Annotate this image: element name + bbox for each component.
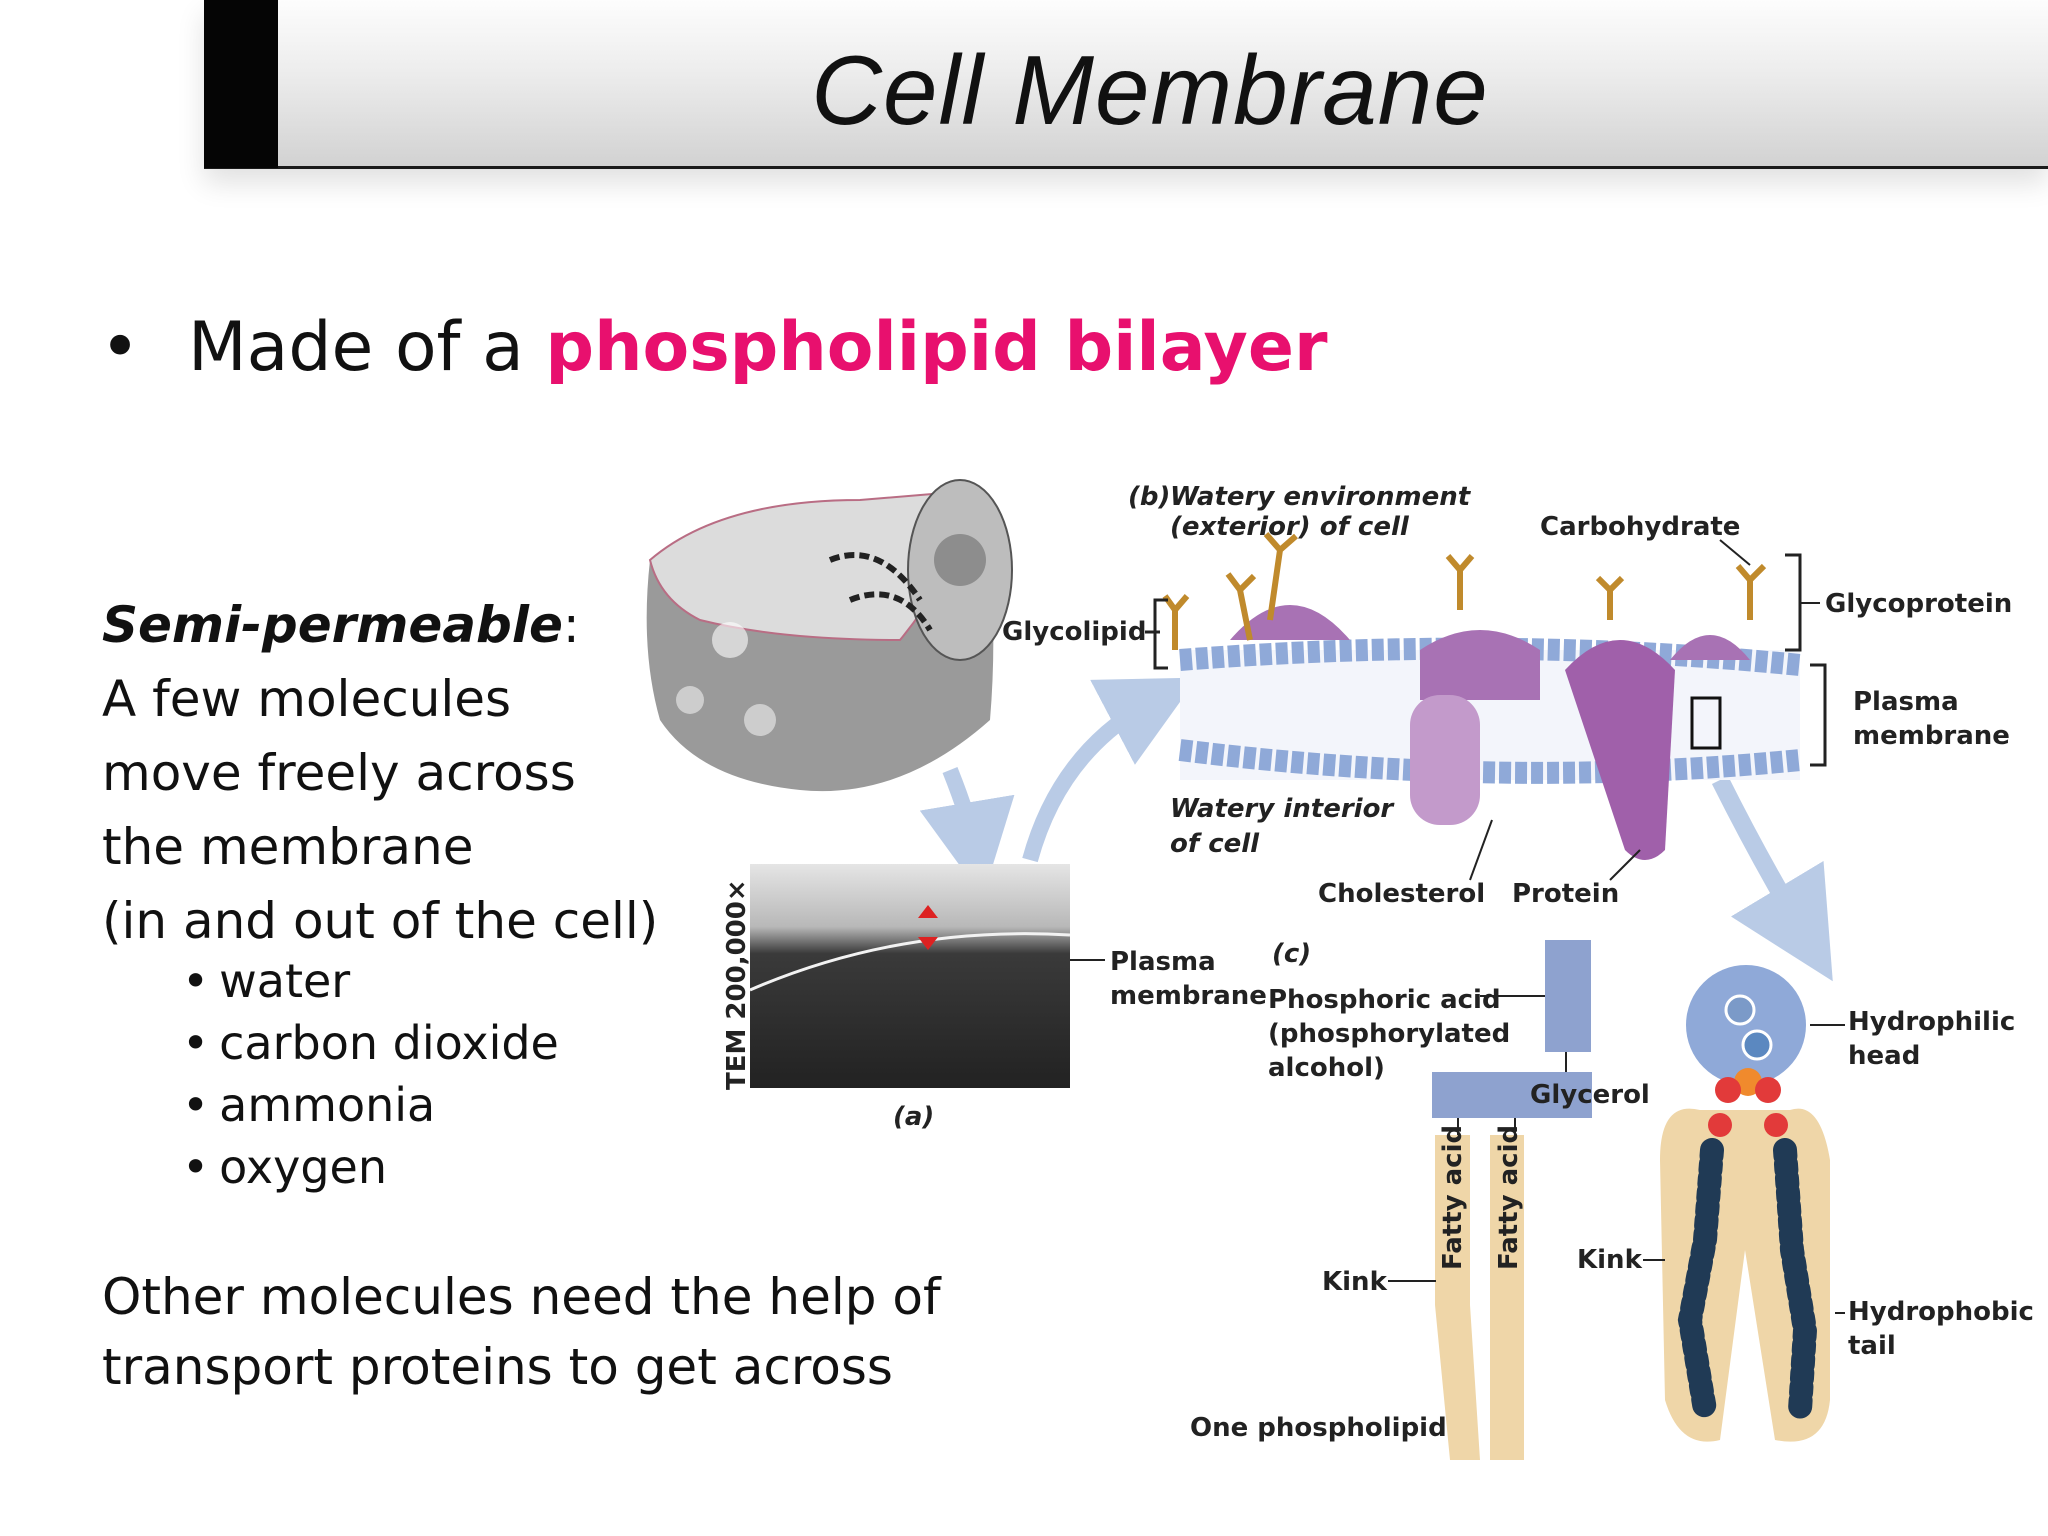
arrow-cell-to-tem: [919, 767, 1015, 898]
phosphoric-line3: alcohol): [1268, 1053, 1385, 1083]
bullet-prefix: Made of a: [188, 308, 546, 387]
panel-c-tag: (c): [1272, 939, 1311, 969]
molecule-item: carbon dioxide: [182, 1012, 602, 1074]
phosphoric-line1: Phosphoric acid: [1268, 985, 1501, 1015]
panel-b-tag: (b): [1128, 482, 1170, 512]
panel-a-caption: (a): [893, 1102, 934, 1132]
exterior-line1: Watery environment: [1170, 482, 1472, 512]
arrow-membrane-to-phospholipid: [1711, 775, 1833, 982]
interior-line1: Watery interior: [1170, 794, 1395, 824]
interior-line2: of cell: [1170, 829, 1260, 859]
title-bar: [204, 0, 2048, 169]
phospholipid-space-filling-model: [1660, 965, 1830, 1442]
molecule-item: ammonia: [182, 1074, 602, 1136]
semi-line: A few molecules: [102, 670, 512, 728]
hydrophobic-line2: tail: [1848, 1331, 1896, 1361]
phosphoric-line2: (phosphorylated: [1268, 1019, 1510, 1049]
semi-colon: :: [562, 596, 580, 654]
carbohydrate-label: Carbohydrate: [1540, 512, 1740, 542]
tem-micrograph: [749, 864, 1105, 1088]
protein-label: Protein: [1512, 879, 1619, 909]
molecule-item: water: [182, 950, 602, 1012]
phospholipid-schematic: [1432, 940, 1592, 1460]
semi-line: move freely across: [102, 744, 576, 802]
one-phospholipid-label: One phospholipid: [1190, 1413, 1447, 1443]
molecule-item: oxygen: [182, 1136, 602, 1198]
glycolipid-label: Glycolipid: [1002, 617, 1146, 647]
panel-a-plasma-line2: membrane: [1110, 981, 1267, 1011]
cell-illustration: [646, 479, 1013, 792]
bullet-highlight: phospholipid bilayer: [545, 308, 1328, 387]
slide-title: Cell Membrane: [811, 35, 1489, 145]
cholesterol-label: Cholesterol: [1318, 879, 1485, 909]
kink-left-label: Kink: [1322, 1267, 1388, 1297]
molecule-list: water carbon dioxide ammonia oxygen: [182, 950, 602, 1198]
main-bullet: • Made of a phospholipid bilayer: [100, 308, 1328, 388]
hydrophilic-line2: head: [1848, 1041, 1920, 1071]
fatty-acid-label-2: Fatty acid: [1494, 1125, 1524, 1270]
fatty-acid-label-1: Fatty acid: [1438, 1125, 1468, 1270]
semi-line: the membrane: [102, 818, 474, 876]
title-accent-tab: [204, 0, 278, 168]
membrane-model: [1162, 532, 1802, 860]
panel-b-plasma-line1: Plasma: [1853, 687, 1959, 717]
hydrophilic-line1: Hydrophilic: [1848, 1007, 2015, 1037]
tem-label: TEM 200,000×: [722, 879, 752, 1090]
other-line: transport proteins to get across: [102, 1338, 893, 1396]
arrow-tem-to-membrane: [1022, 677, 1198, 863]
panel-b-plasma-line2: membrane: [1853, 721, 2010, 751]
bullet-dot-icon: •: [100, 308, 141, 387]
glycoprotein-label: Glycoprotein: [1825, 589, 2012, 619]
semi-permeable-block: Semi-permeable: A few molecules move fre…: [102, 588, 722, 958]
exterior-line2: (exterior) of cell: [1170, 512, 1410, 542]
other-molecules-text: Other molecules need the help of transpo…: [102, 1262, 1002, 1402]
kink-right-label: Kink: [1577, 1245, 1643, 1275]
semi-line: (in and out of the cell): [102, 892, 659, 950]
semi-permeable-heading: Semi-permeable: [102, 596, 563, 654]
hydrophobic-line1: Hydrophobic: [1848, 1297, 2034, 1327]
other-line: Other molecules need the help of: [102, 1268, 941, 1326]
glycerol-label: Glycerol: [1530, 1080, 1650, 1110]
panel-a-plasma-line1: Plasma: [1110, 947, 1216, 977]
